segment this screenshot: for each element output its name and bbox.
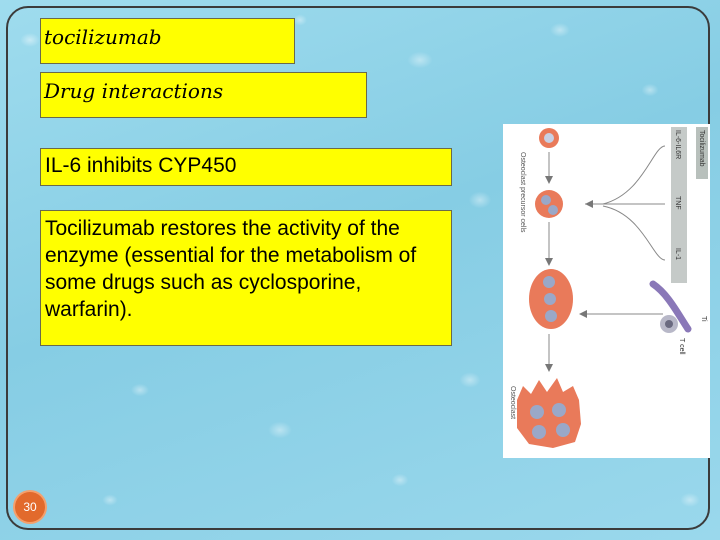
- receptor-label-tnf: TNF: [674, 196, 681, 210]
- t-cell-prefix: Ti: [700, 316, 707, 322]
- t-cell-label: T cell: [678, 338, 685, 355]
- osteoclast-label: Osteoclast: [509, 386, 516, 419]
- slide-title: tocilizumab: [40, 18, 295, 64]
- precursor-nucleus-1: [544, 133, 554, 143]
- receptor-box-il6: [671, 127, 687, 179]
- osteoclast-nucleus-2: [552, 403, 566, 417]
- receptor-box-il1: [671, 231, 687, 283]
- fusing-nucleus-2: [544, 293, 556, 305]
- bullet-box-tocilizumab: Tocilizumab restores the activity of the…: [40, 210, 452, 346]
- tocilizumab-label-box: [696, 127, 708, 179]
- precursor-nucleus-2a: [541, 195, 551, 205]
- precursor-label: Osteoclast precursor cells: [519, 152, 526, 233]
- osteoclast-diagram: Osteoclast precursor cells Osteoclast To…: [509, 127, 708, 448]
- t-cell-process: [649, 280, 692, 333]
- osteoclast-figure: Osteoclast precursor cells Osteoclast To…: [503, 124, 710, 458]
- bullet-box-il6: IL-6 inhibits CYP450: [40, 148, 452, 186]
- osteoclast-nucleus-4: [556, 423, 570, 437]
- osteoclast-nucleus-3: [532, 425, 546, 439]
- slide-title-text: tocilizumab: [44, 25, 162, 49]
- fusing-nucleus-1: [543, 276, 555, 288]
- page-number-badge: 30: [15, 492, 45, 522]
- precursor-nucleus-2b: [548, 205, 558, 215]
- slide-subtitle-text: Drug interactions: [44, 79, 224, 103]
- arrow-il1: [602, 205, 666, 261]
- osteoclast-nucleus-1: [530, 405, 544, 419]
- t-cell-nucleus: [665, 320, 673, 328]
- fusing-nucleus-3: [545, 310, 557, 322]
- page-number-text: 30: [23, 500, 37, 514]
- receptor-box-tnf: [671, 179, 687, 231]
- bullet-tocilizumab-text: Tocilizumab restores the activity of the…: [45, 217, 417, 321]
- receptor-label-il1: IL-1: [674, 248, 681, 260]
- tocilizumab-label: Tocilizumab: [698, 130, 705, 167]
- osteoclast-cell: [517, 378, 581, 448]
- slide-subtitle: Drug interactions: [40, 72, 367, 118]
- receptor-label-il6: IL-6-IL6R: [674, 130, 681, 159]
- arrow-il6: [585, 145, 666, 205]
- bullet-il6-text: IL-6 inhibits CYP450: [45, 154, 237, 177]
